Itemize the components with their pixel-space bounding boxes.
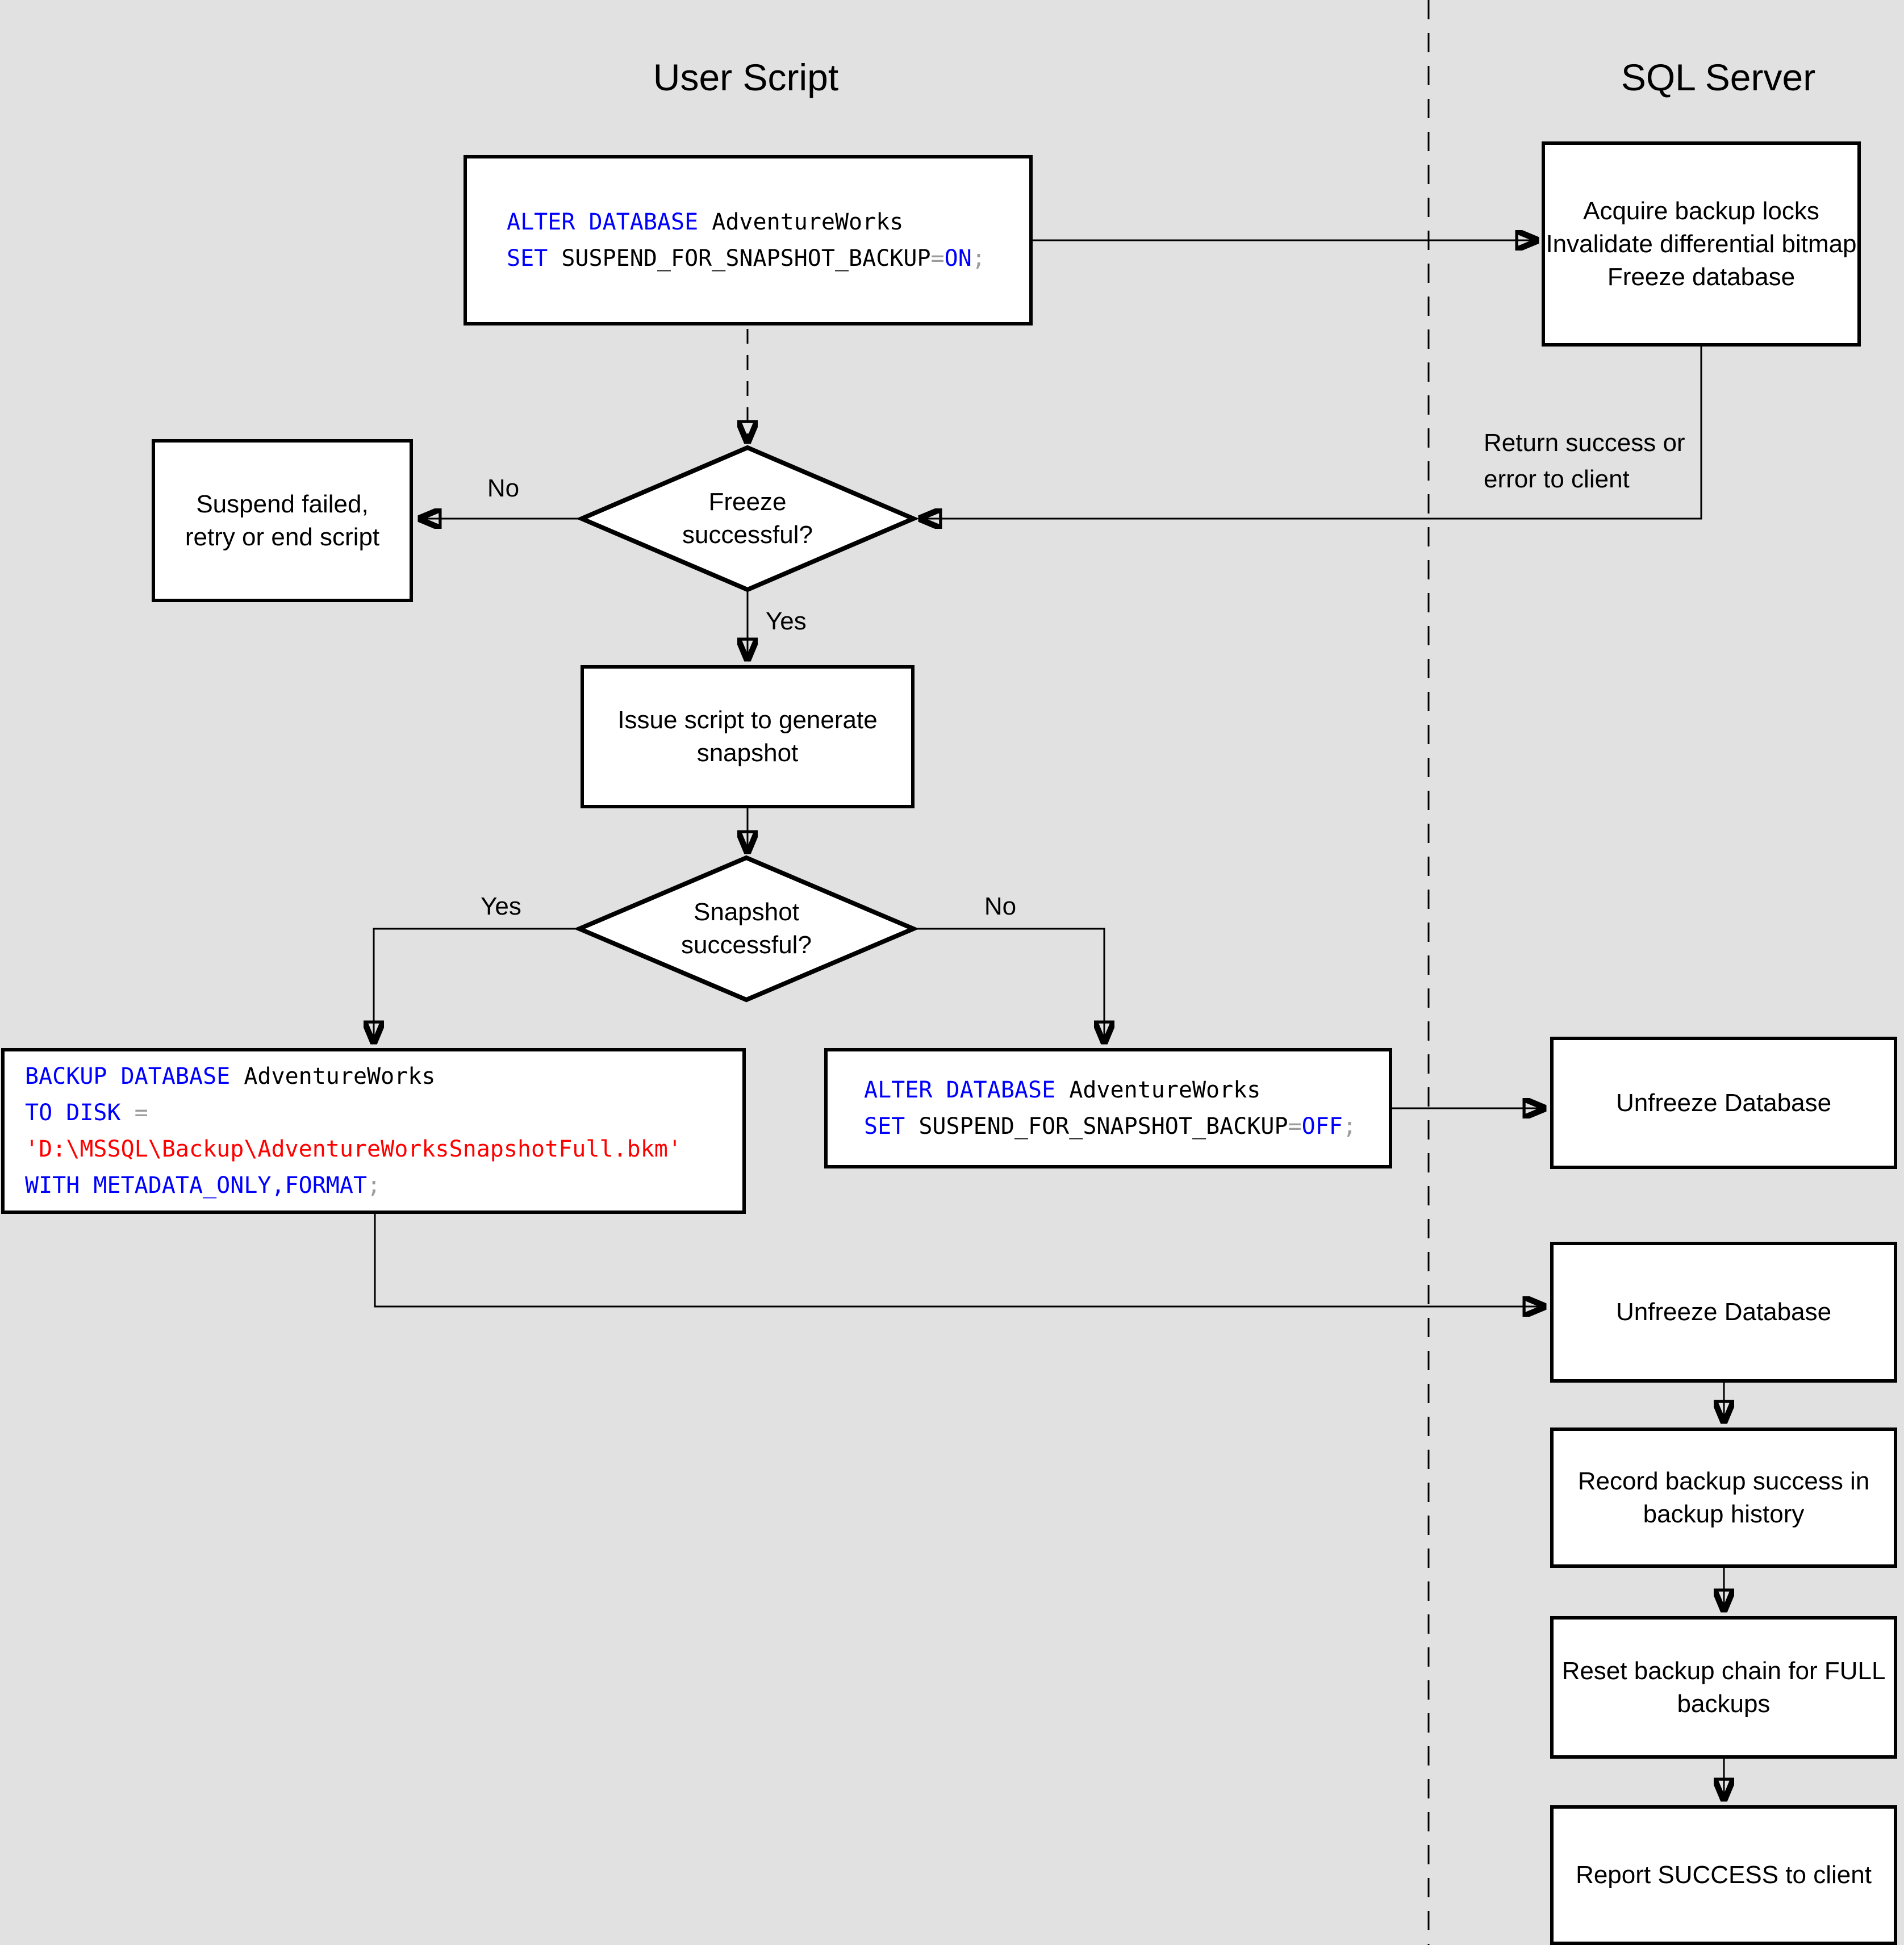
snapshot-yes-label: Yes [481, 892, 521, 920]
freeze-decision-diamond [575, 445, 920, 592]
report-success-box: Report SUCCESS to client [1550, 1805, 1897, 1945]
snapshot-decision-diamond [573, 855, 920, 1003]
freeze-yes-label: Yes [766, 607, 807, 635]
freeze-no-label: No [487, 474, 520, 502]
freeze-decision-label: Freeze successful? [682, 488, 813, 549]
lane-title-sql-server: SQL Server [1621, 56, 1816, 98]
snapshot-decision-label: Snapshot successful? [681, 898, 812, 959]
return-status-label: Return success or error to client [1484, 429, 1685, 493]
acquire-locks-box: Acquire backup locks Invalidate differen… [1542, 141, 1861, 347]
record-backup-history-box: Record backup success in backup history [1550, 1428, 1897, 1568]
connector-backup-db-to-unfreeze-2 [374, 1214, 1544, 1307]
suspend-failed-box: Suspend failed, retry or end script [152, 439, 413, 602]
lane-title-user-script: User Script [653, 56, 839, 98]
reset-backup-chain-box: Reset backup chain for FULL backups [1550, 1616, 1897, 1759]
snapshot-no-label: No [984, 892, 1017, 920]
connector-snapshot-no-to-alter-off [913, 928, 1104, 1042]
unfreeze-database-box-1: Unfreeze Database [1550, 1037, 1897, 1169]
unfreeze-database-box-2: Unfreeze Database [1550, 1242, 1897, 1383]
connector-snapshot-yes-to-backup-db [374, 928, 579, 1042]
issue-script-box: Issue script to generate snapshot [581, 665, 915, 808]
connector-acquire-to-freeze-decision [920, 347, 1702, 519]
